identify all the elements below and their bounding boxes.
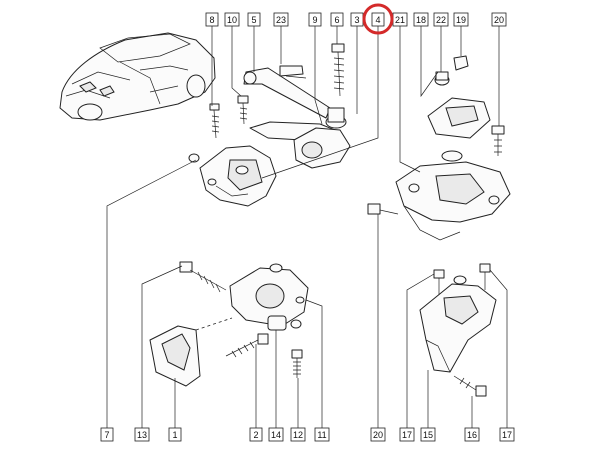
hydro-mount-9 [293, 107, 351, 169]
bolt-17-right [479, 263, 491, 290]
svg-text:13: 13 [137, 430, 147, 440]
callout-bot-11: 11 [314, 427, 330, 442]
callout-top-4: 4 [371, 12, 385, 27]
svg-text:2: 2 [253, 430, 258, 440]
svg-text:1: 1 [172, 430, 177, 440]
upper-left-mount-assembly [188, 43, 351, 207]
svg-text:22: 22 [436, 15, 446, 25]
svg-text:3: 3 [354, 15, 359, 25]
svg-text:23: 23 [276, 15, 286, 25]
callout-bot-20: 20 [370, 427, 386, 442]
bolt-23 [279, 65, 307, 79]
svg-text:16: 16 [467, 430, 477, 440]
highlight-circle [362, 3, 394, 35]
callout-bot-7: 7 [100, 427, 114, 442]
svg-text:8: 8 [209, 15, 214, 25]
callout-top-5: 5 [247, 12, 261, 27]
callout-top-10: 10 [224, 12, 240, 27]
bolt-8 [209, 103, 220, 139]
callout-top-19: 19 [453, 12, 469, 27]
bolt-20-top [491, 125, 505, 156]
leader-lines [106, 26, 508, 428]
svg-text:17: 17 [502, 430, 512, 440]
bolt-6 [331, 43, 345, 97]
svg-text:14: 14 [271, 430, 281, 440]
callout-bot-15: 15 [420, 427, 436, 442]
callout-bot-16: 16 [464, 427, 480, 442]
callout-top-6: 6 [330, 12, 344, 27]
svg-text:4: 4 [375, 15, 380, 25]
svg-text:21: 21 [395, 15, 405, 25]
svg-text:5: 5 [251, 15, 256, 25]
bottom-callouts: 7 13 1 2 14 12 11 20 17 15 16 17 [100, 427, 515, 442]
callout-bot-14: 14 [268, 427, 284, 442]
upper-right-gearbox-mount [367, 55, 511, 241]
svg-text:20: 20 [494, 15, 504, 25]
svg-text:15: 15 [423, 430, 433, 440]
callout-top-23: 23 [273, 12, 289, 27]
callout-bot-17b: 17 [499, 427, 515, 442]
callout-bot-13: 13 [134, 427, 150, 442]
callout-bot-12: 12 [290, 427, 306, 442]
svg-text:17: 17 [402, 430, 412, 440]
bolt-20-side [367, 203, 399, 215]
top-callouts: 8 10 5 23 9 6 3 4 21 18 22 19 20 [205, 12, 507, 27]
callout-top-22: 22 [433, 12, 449, 27]
svg-text:11: 11 [317, 430, 326, 440]
callout-bot-2: 2 [249, 427, 263, 442]
callout-top-21: 21 [392, 12, 408, 27]
bolt-10 [237, 95, 249, 125]
bolt-2 [225, 333, 269, 358]
svg-text:7: 7 [104, 430, 109, 440]
callout-top-18: 18 [413, 12, 429, 27]
car-illustration [59, 32, 216, 121]
svg-text:9: 9 [312, 15, 317, 25]
bolt-16 [453, 375, 487, 397]
lower-right-mount-assembly [419, 263, 497, 397]
callout-top-20: 20 [491, 12, 507, 27]
callout-bot-17a: 17 [399, 427, 415, 442]
svg-text:18: 18 [416, 15, 426, 25]
link-rod-5 [243, 67, 331, 119]
bolt-12 [291, 349, 303, 378]
callout-bot-1: 1 [168, 427, 182, 442]
svg-text:20: 20 [373, 430, 383, 440]
callout-top-8: 8 [205, 12, 219, 27]
svg-text:10: 10 [227, 15, 237, 25]
callout-top-3: 3 [350, 12, 364, 27]
svg-text:19: 19 [456, 15, 466, 25]
svg-text:12: 12 [293, 430, 303, 440]
bolt-13 [179, 261, 227, 293]
svg-text:6: 6 [334, 15, 339, 25]
callout-top-9: 9 [308, 12, 322, 27]
lower-left-mount-assembly [149, 261, 309, 387]
